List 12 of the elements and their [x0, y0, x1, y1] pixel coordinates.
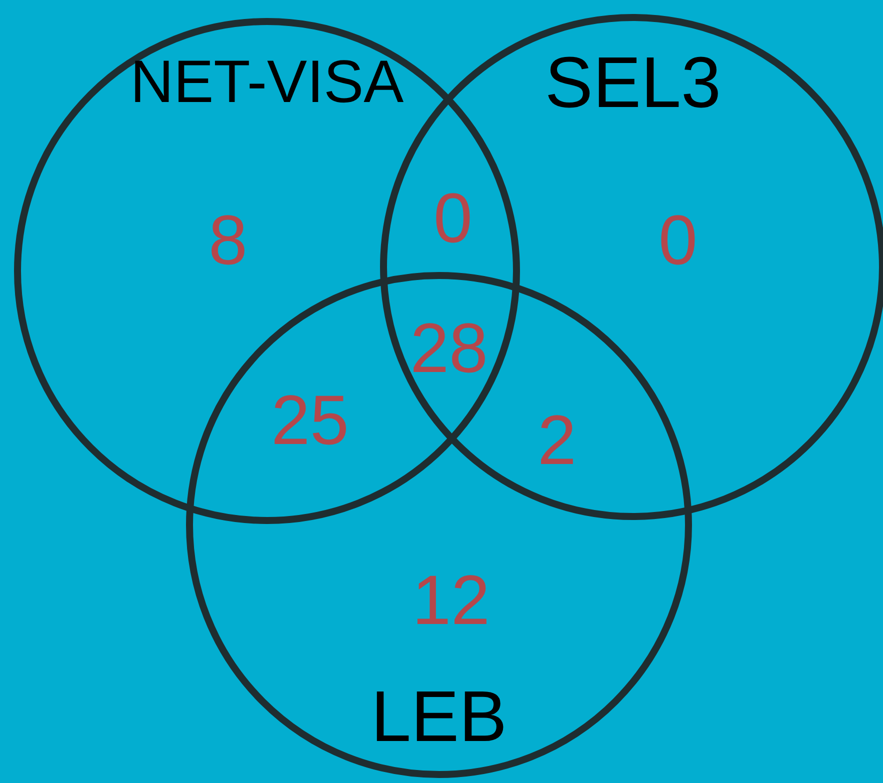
count-label: 12	[412, 565, 490, 635]
set-label: NET-VISA	[130, 52, 404, 112]
venn-circle	[14, 18, 520, 524]
set-label: SEL3	[544, 47, 722, 119]
count-label: 28	[410, 313, 488, 383]
count-label: 8	[208, 205, 248, 275]
venn-circle	[186, 272, 692, 778]
count-label: 2	[538, 405, 576, 475]
count-label: 0	[434, 183, 472, 253]
count-label: 0	[658, 205, 698, 275]
count-label: 25	[271, 385, 349, 455]
set-label: LEB	[370, 681, 508, 753]
